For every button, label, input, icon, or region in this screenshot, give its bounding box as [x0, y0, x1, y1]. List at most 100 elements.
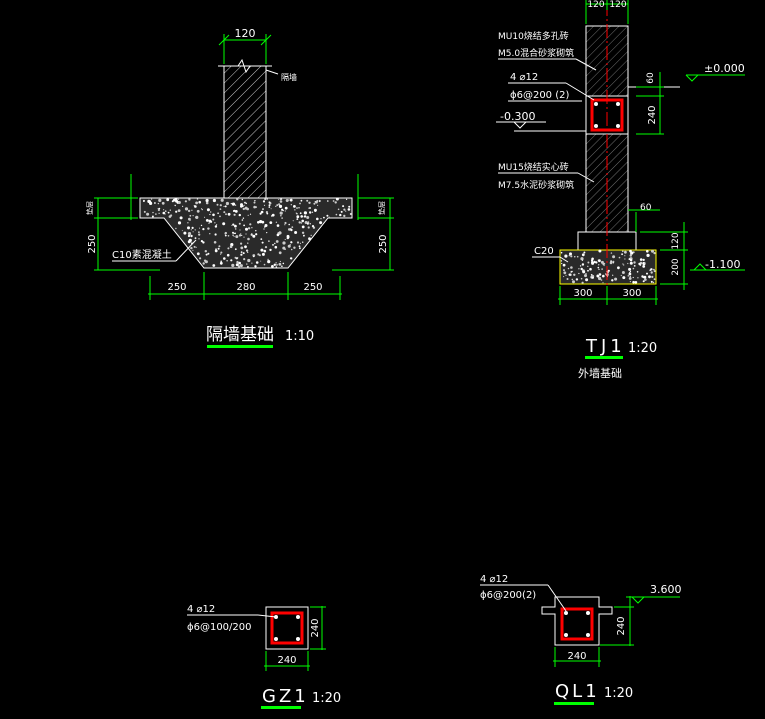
left-side-note: 垫层 [85, 201, 94, 215]
speckle-dot [143, 210, 146, 213]
speckle-dot [580, 267, 583, 271]
speckle-dot [269, 221, 273, 225]
speckle-dot [225, 213, 227, 216]
speckle-dot [307, 226, 310, 229]
dim-top-1: 120 [587, 0, 604, 10]
speckle-dot [224, 205, 227, 208]
speckle-dot [567, 267, 570, 270]
speckle-dot [272, 244, 274, 246]
speckle-dot [212, 218, 215, 221]
speckle-dot [629, 275, 631, 277]
speckle-dot [644, 278, 647, 281]
brick-note-2: MU15烧结实心砖 [498, 161, 569, 173]
speckle-dot [195, 215, 199, 219]
speckle-dot [574, 256, 576, 258]
dim-60-top: 60 [646, 72, 656, 84]
speckle-dot [191, 209, 193, 211]
speckle-dot [650, 271, 653, 274]
speckle-dot [268, 201, 271, 204]
speckle-dot [335, 197, 339, 201]
speckle-dot [563, 276, 565, 278]
speckle-dot [349, 213, 352, 215]
speckle-dot [222, 222, 226, 226]
speckle-dot [154, 202, 156, 204]
speckle-dot [232, 210, 235, 212]
speckle-dot [264, 224, 268, 227]
speckle-dot [343, 208, 346, 211]
speckle-dot [632, 276, 634, 279]
speckle-dot [650, 280, 653, 283]
speckle-dot [236, 260, 239, 264]
speckle-dot [260, 238, 263, 241]
speckle-dot [563, 269, 565, 272]
speckle-dot [568, 255, 570, 257]
speckle-dot [243, 224, 246, 227]
speckle-dot [231, 224, 233, 226]
speckle-dot [196, 209, 200, 213]
speckle-dot [276, 233, 280, 237]
speckle-dot [653, 270, 656, 273]
speckle-dot [217, 212, 219, 214]
speckle-dot [271, 265, 274, 268]
speckle-dot [236, 198, 239, 201]
speckle-dot [581, 253, 585, 257]
speckle-dot [264, 198, 266, 200]
speckle-dot [246, 250, 249, 252]
speckle-dot [276, 204, 279, 207]
speckle-dot [282, 241, 286, 245]
speckle-dot [316, 217, 319, 221]
speckle-dot [266, 198, 268, 200]
speckle-dot [290, 204, 292, 206]
speckle-dot [216, 203, 219, 206]
speckle-dot [563, 271, 567, 275]
speckle-dot [299, 212, 302, 215]
speckle-dot [227, 247, 230, 250]
speckle-dot [278, 204, 283, 208]
speckle-dot [603, 264, 605, 267]
speckle-dot [624, 255, 626, 257]
speckle-dot [244, 201, 247, 204]
speckle-dot [199, 227, 201, 229]
speckle-dot [345, 210, 347, 212]
speckle-dot [251, 227, 253, 229]
speckle-dot [184, 207, 189, 211]
speckle-dot [263, 249, 267, 253]
speckle-dot [622, 263, 624, 265]
speckle-dot [282, 262, 285, 265]
speckle-dot [234, 256, 237, 259]
speckle-dot [194, 229, 196, 231]
speckle-dot [148, 200, 152, 204]
speckle-dot [274, 245, 278, 249]
speckle-dot [263, 204, 266, 206]
speckle-dot [275, 262, 277, 264]
speckle-dot [296, 215, 300, 219]
speckle-dot [287, 244, 291, 248]
speckle-dot [209, 213, 211, 216]
speckle-dot [193, 245, 196, 248]
speckle-dot [575, 278, 579, 281]
footing-speckle-texture [560, 249, 656, 284]
speckle-dot [212, 213, 215, 217]
speckle-dot [245, 233, 247, 235]
concrete-note: C10素混凝土 [112, 248, 172, 261]
speckle-dot [181, 230, 183, 232]
speckle-dot [289, 198, 293, 202]
speckle-dot [277, 199, 279, 200]
speckle-dot [158, 198, 162, 202]
detail-title: QL1 [555, 681, 600, 702]
speckle-dot [578, 268, 580, 270]
rebar-dot [274, 637, 278, 641]
speckle-dot [583, 251, 586, 254]
speckle-dot [298, 221, 301, 224]
speckle-dot [622, 250, 624, 253]
speckle-dot [607, 269, 610, 272]
speckle-dot [634, 281, 638, 284]
speckle-dot [646, 272, 648, 275]
speckle-dot [652, 281, 655, 284]
stirrup-note: ϕ6@100/200 [187, 622, 252, 633]
speckle-dot [247, 265, 249, 268]
title-underline [585, 356, 623, 359]
speckle-dot [254, 265, 257, 268]
speckle-dot [220, 251, 223, 254]
rebar-note: 4 ⌀12 [187, 604, 215, 615]
